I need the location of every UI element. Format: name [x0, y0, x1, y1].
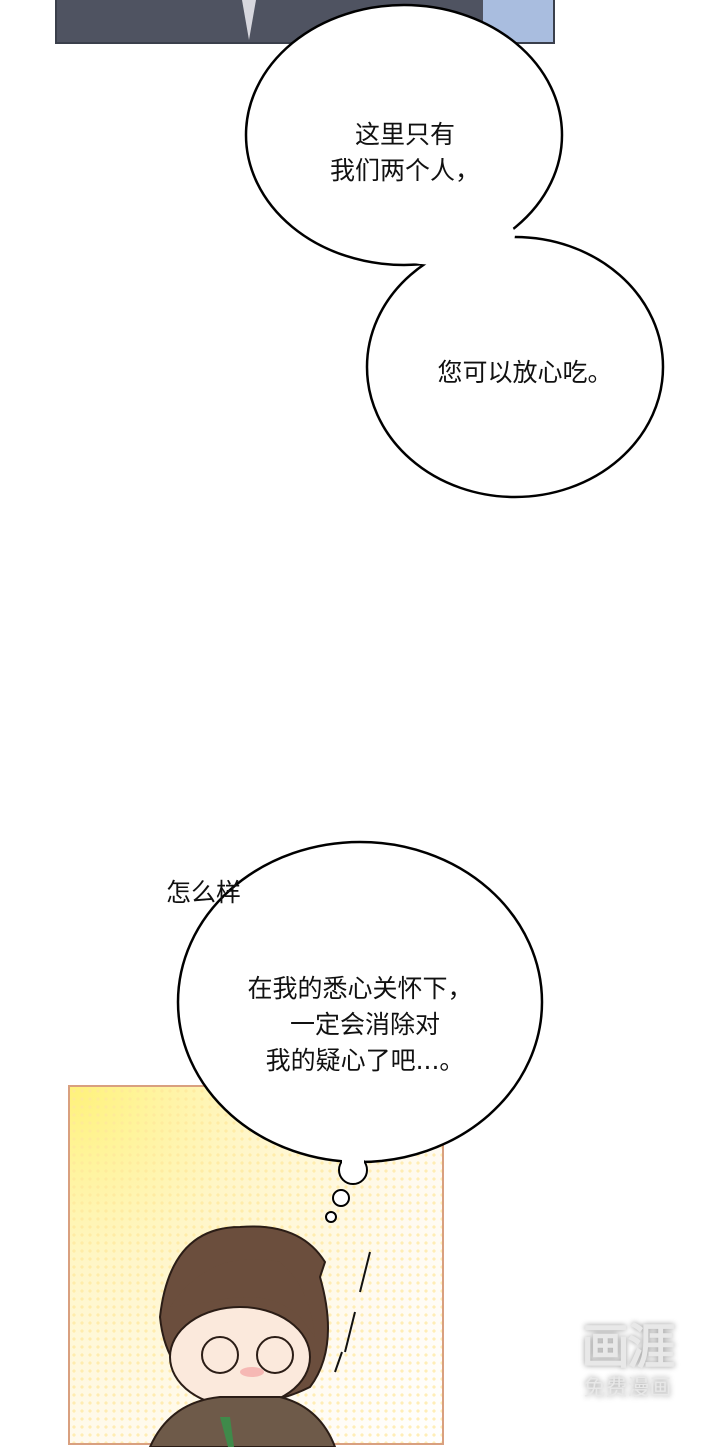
- bubble-2-text: 您可以放心吃。: [437, 358, 613, 387]
- watermark-tagline: 免费漫画: [583, 1376, 672, 1401]
- speech-bubble-1: [244, 3, 564, 267]
- thought-line-1: 在我的悉心关怀下，: [247, 974, 473, 1003]
- thought-line-2: 一定会消除对: [289, 1010, 440, 1039]
- character-illustration: [148, 1225, 371, 1447]
- caption-text: 怎么样: [166, 878, 242, 907]
- bubble-1-line-1: 这里只有: [354, 120, 455, 149]
- speech-bubble-2: [365, 235, 665, 499]
- watermark: 画涯 免费漫画: [565, 1318, 690, 1402]
- watermark-logo: 画涯: [581, 1319, 675, 1375]
- bubble-1-line-2: 我们两个人，: [329, 156, 480, 185]
- thought-bubble: [176, 840, 544, 1223]
- thought-line-3: 我的疑心了吧...。: [265, 1046, 465, 1075]
- bubble-join: [365, 205, 515, 265]
